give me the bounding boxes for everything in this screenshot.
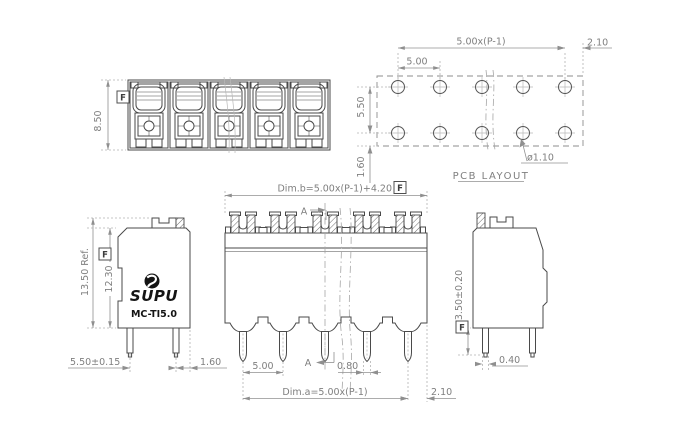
dim-pin-edge: 1.60	[200, 357, 221, 368]
dim-pin-thickness: 0.40	[499, 355, 520, 366]
datum-f-marker	[393, 181, 407, 195]
top-view-height-dim: 8.50	[93, 79, 126, 151]
side-view-right: 3.50±0.20 0.40	[454, 212, 548, 370]
section-a-marker-top: A	[301, 207, 327, 220]
section-a-marker-bottom: A	[305, 352, 335, 369]
dim-overall-width: Dim.b=5.00x(P-1)+4.20	[277, 184, 392, 195]
dim-pcb-end-margin: 2.10	[587, 38, 608, 49]
pcb-layout-view: 5.00x(P-1) 2.10 5.00 5.50 1.60 ø1.10 PCB…	[356, 37, 612, 183]
section-a-label: A	[301, 207, 308, 218]
brand-label: SUPU	[130, 287, 178, 305]
dim-pin-length: 3.50±0.20	[454, 270, 465, 320]
dim-front-pitch: 5.00	[252, 361, 273, 372]
datum-f-marker	[116, 90, 130, 104]
side-view-left: SUPU MC-TI5.0 13.50 Ref. 12.30 5.50±0.15…	[68, 217, 227, 373]
front-view: A A Dim.b=5.00x(P-1)+4.20 5.00 0.80	[224, 181, 456, 402]
dim-pcb-pitch: 5.00	[406, 57, 427, 68]
section-a-label: A	[305, 358, 312, 369]
dim-top-height: 8.50	[93, 110, 104, 131]
dim-pcb-row-spacing: 5.50	[356, 96, 367, 117]
model-label: MC-TI5.0	[131, 309, 177, 320]
top-view: 8.50	[93, 76, 331, 154]
dim-pcb-hole-dia: ø1.10	[527, 153, 554, 164]
dim-pcb-pitch-span: 5.00x(P-1)	[456, 37, 505, 48]
pcb-layout-caption: PCB LAYOUT	[453, 171, 530, 182]
dim-front-end-margin: 2.10	[431, 387, 452, 398]
dim-pin-width: 0.80	[337, 361, 358, 372]
supu-logo-icon	[144, 273, 160, 289]
dim-pin-span: Dim.a=5.00x(P-1)	[282, 387, 367, 398]
dim-pcb-row-edge: 1.60	[356, 156, 367, 177]
datum-f-marker	[98, 247, 112, 261]
dim-pin-spacing: 5.50±0.15	[70, 357, 120, 368]
dim-body-height: 12.30	[104, 265, 115, 292]
dim-overall-height: 13.50 Ref.	[80, 248, 91, 296]
datum-f-marker	[455, 320, 469, 334]
